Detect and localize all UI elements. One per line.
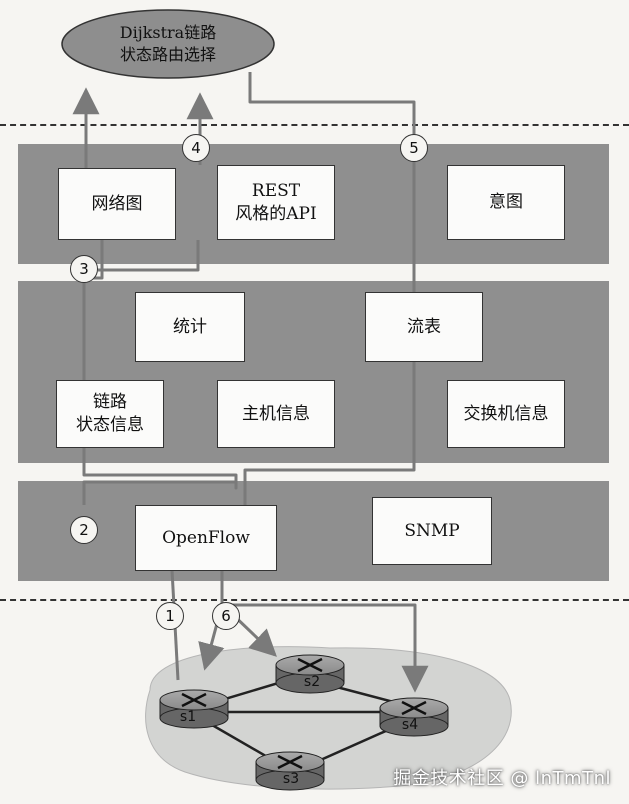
step-3-marker: 3	[70, 255, 98, 283]
step-4-marker: 4	[182, 134, 210, 162]
switch-s1-icon	[159, 689, 229, 729]
link-state-info-box: 链路 状态信息	[56, 380, 164, 448]
flow-table-box: 流表	[365, 292, 483, 362]
switch-s4-icon	[379, 697, 449, 737]
step-6-marker: 6	[212, 602, 240, 630]
host-info-box: 主机信息	[217, 380, 335, 448]
algorithm-title: Dijkstra链路 状态路由选择	[119, 23, 217, 64]
switch-s3-label: s3	[282, 771, 300, 787]
openflow-box: OpenFlow	[135, 505, 277, 571]
flow-path-2	[82, 446, 238, 505]
controller-top-boundary	[0, 124, 629, 126]
network-graph-box: 网络图	[58, 168, 176, 240]
switch-s3-icon	[255, 751, 325, 791]
communication-layer	[18, 481, 609, 581]
switch-s2-icon	[275, 654, 345, 694]
flow-path-5	[248, 72, 416, 292]
flow-path-5b	[243, 362, 416, 505]
rest-api-box: REST 风格的API	[217, 165, 335, 240]
watermark: 掘金技术社区 @ lnTmTnl	[393, 768, 611, 789]
switch-info-box: 交换机信息	[447, 380, 565, 448]
switch-s1-label: s1	[179, 709, 197, 725]
intent-box: 意图	[447, 165, 565, 240]
flow-path-3b	[98, 240, 200, 272]
statistics-box: 统计	[135, 292, 245, 362]
flow-path-6c	[222, 603, 429, 693]
step-1-marker: 1	[156, 602, 184, 630]
switch-s2-label: s2	[303, 674, 321, 690]
switch-s4-label: s4	[401, 717, 419, 733]
snmp-box: SNMP	[372, 497, 492, 565]
controller-bottom-boundary	[0, 599, 629, 601]
algorithm-ellipse	[61, 9, 275, 79]
step-5-marker: 5	[400, 134, 428, 162]
step-2-marker: 2	[70, 516, 98, 544]
